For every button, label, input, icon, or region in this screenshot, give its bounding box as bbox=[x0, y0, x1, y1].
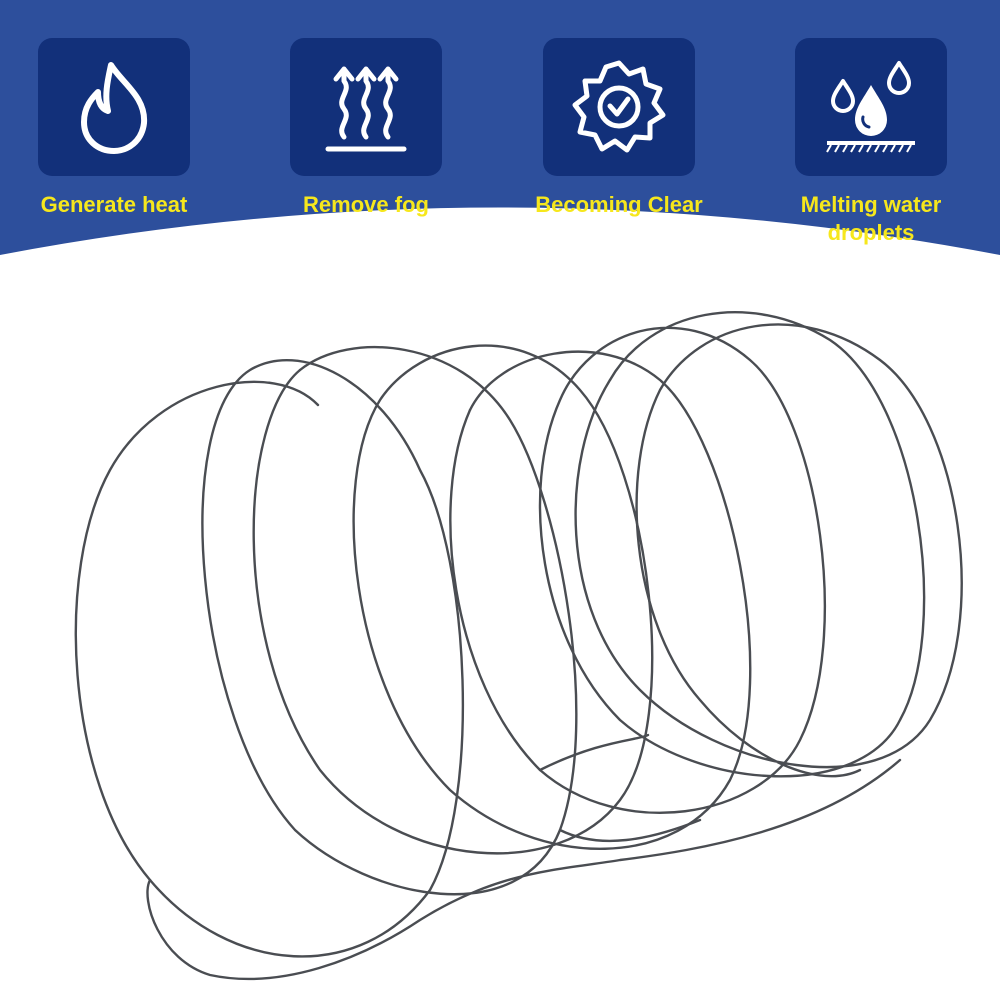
feature-label: Generate heat bbox=[40, 192, 188, 217]
feature-tile bbox=[795, 38, 947, 176]
feature-melting-water-droplets: Melting water droplets bbox=[786, 38, 956, 247]
water-droplets-icon bbox=[826, 61, 915, 153]
feature-remove-fog: Remove fog bbox=[281, 38, 451, 219]
feature-label: Remove fog bbox=[303, 192, 429, 217]
badge-check-icon bbox=[572, 60, 666, 153]
feature-label: Becoming Clear bbox=[535, 192, 703, 217]
feature-generate-heat: Generate heat bbox=[29, 38, 199, 219]
heat-waves-icon bbox=[325, 66, 407, 152]
flame-icon bbox=[81, 62, 148, 154]
feature-label: Melting water droplets bbox=[800, 192, 942, 245]
feature-tile bbox=[543, 38, 695, 176]
feature-tile bbox=[38, 38, 190, 176]
feature-tile bbox=[290, 38, 442, 176]
heating-wire-coil-image bbox=[74, 311, 963, 981]
feature-becoming-clear: Becoming Clear bbox=[534, 38, 704, 219]
feature-banner bbox=[0, 0, 1000, 255]
